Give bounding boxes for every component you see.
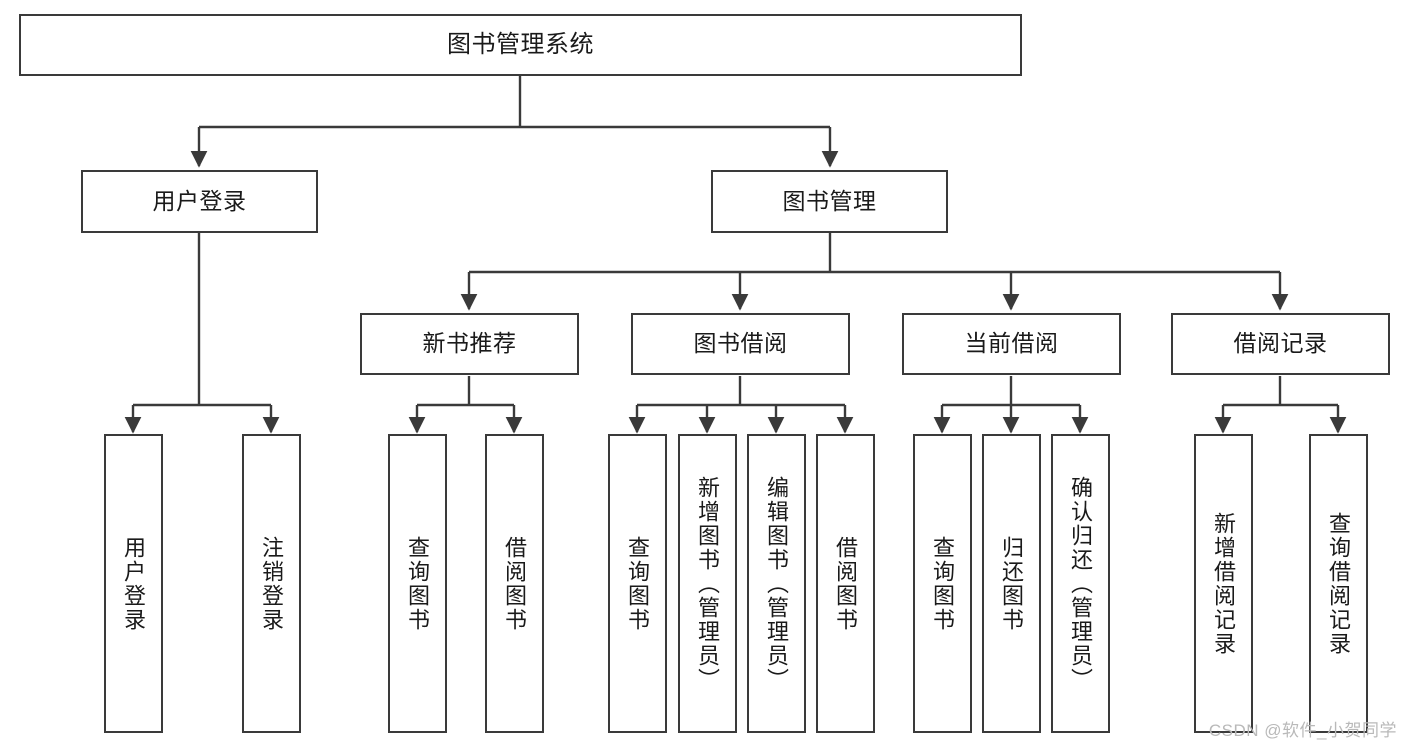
node-leaf-borrow-book-1[interactable]: 借阅图书 (485, 434, 544, 733)
node-root-label: 图书管理系统 (447, 30, 594, 58)
node-leaf-borrow-book-2[interactable]: 借阅图书 (816, 434, 875, 733)
node-leaf-user-login-label: 用户登录 (121, 535, 147, 632)
node-current-borrow-label: 当前借阅 (964, 330, 1059, 357)
node-leaf-logout[interactable]: 注销登录 (242, 434, 301, 733)
node-user-login[interactable]: 用户登录 (81, 170, 318, 233)
node-leaf-logout-label: 注销登录 (259, 535, 285, 632)
node-borrow-record-label: 借阅记录 (1233, 330, 1328, 357)
node-leaf-return-book-label: 归还图书 (999, 535, 1025, 632)
node-leaf-add-book-label: 新增图书（管理员） (695, 475, 721, 692)
node-leaf-add-record-label: 新增借阅记录 (1211, 511, 1237, 656)
node-leaf-return-book[interactable]: 归还图书 (982, 434, 1041, 733)
node-leaf-query-book-2-label: 查询图书 (625, 535, 651, 632)
node-leaf-confirm-return-label: 确认归还（管理员） (1068, 475, 1094, 692)
node-leaf-query-book-3[interactable]: 查询图书 (913, 434, 972, 733)
node-book-borrow[interactable]: 图书借阅 (631, 313, 850, 375)
node-leaf-edit-book[interactable]: 编辑图书（管理员） (747, 434, 806, 733)
node-leaf-query-book-3-label: 查询图书 (930, 535, 956, 632)
node-leaf-query-record[interactable]: 查询借阅记录 (1309, 434, 1368, 733)
node-current-borrow[interactable]: 当前借阅 (902, 313, 1121, 375)
node-book-manage[interactable]: 图书管理 (711, 170, 948, 233)
node-new-book-rec-label: 新书推荐 (422, 330, 517, 357)
node-leaf-query-book-2[interactable]: 查询图书 (608, 434, 667, 733)
node-leaf-borrow-book-2-label: 借阅图书 (833, 535, 859, 632)
node-root[interactable]: 图书管理系统 (19, 14, 1022, 76)
node-leaf-query-record-label: 查询借阅记录 (1326, 511, 1352, 656)
node-book-manage-label: 图书管理 (782, 187, 877, 214)
node-leaf-query-book-1-label: 查询图书 (405, 535, 431, 632)
watermark: CSDN @软件_小贺同学 (1208, 721, 1397, 740)
node-leaf-edit-book-label: 编辑图书（管理员） (764, 475, 790, 692)
node-borrow-record[interactable]: 借阅记录 (1171, 313, 1390, 375)
node-user-login-label: 用户登录 (152, 187, 247, 214)
node-leaf-add-record[interactable]: 新增借阅记录 (1194, 434, 1253, 733)
node-leaf-borrow-book-1-label: 借阅图书 (502, 535, 528, 632)
node-leaf-query-book-1[interactable]: 查询图书 (388, 434, 447, 733)
node-leaf-user-login[interactable]: 用户登录 (104, 434, 163, 733)
node-leaf-add-book[interactable]: 新增图书（管理员） (678, 434, 737, 733)
node-new-book-rec[interactable]: 新书推荐 (360, 313, 579, 375)
node-book-borrow-label: 图书借阅 (693, 330, 788, 357)
node-leaf-confirm-return[interactable]: 确认归还（管理员） (1051, 434, 1110, 733)
